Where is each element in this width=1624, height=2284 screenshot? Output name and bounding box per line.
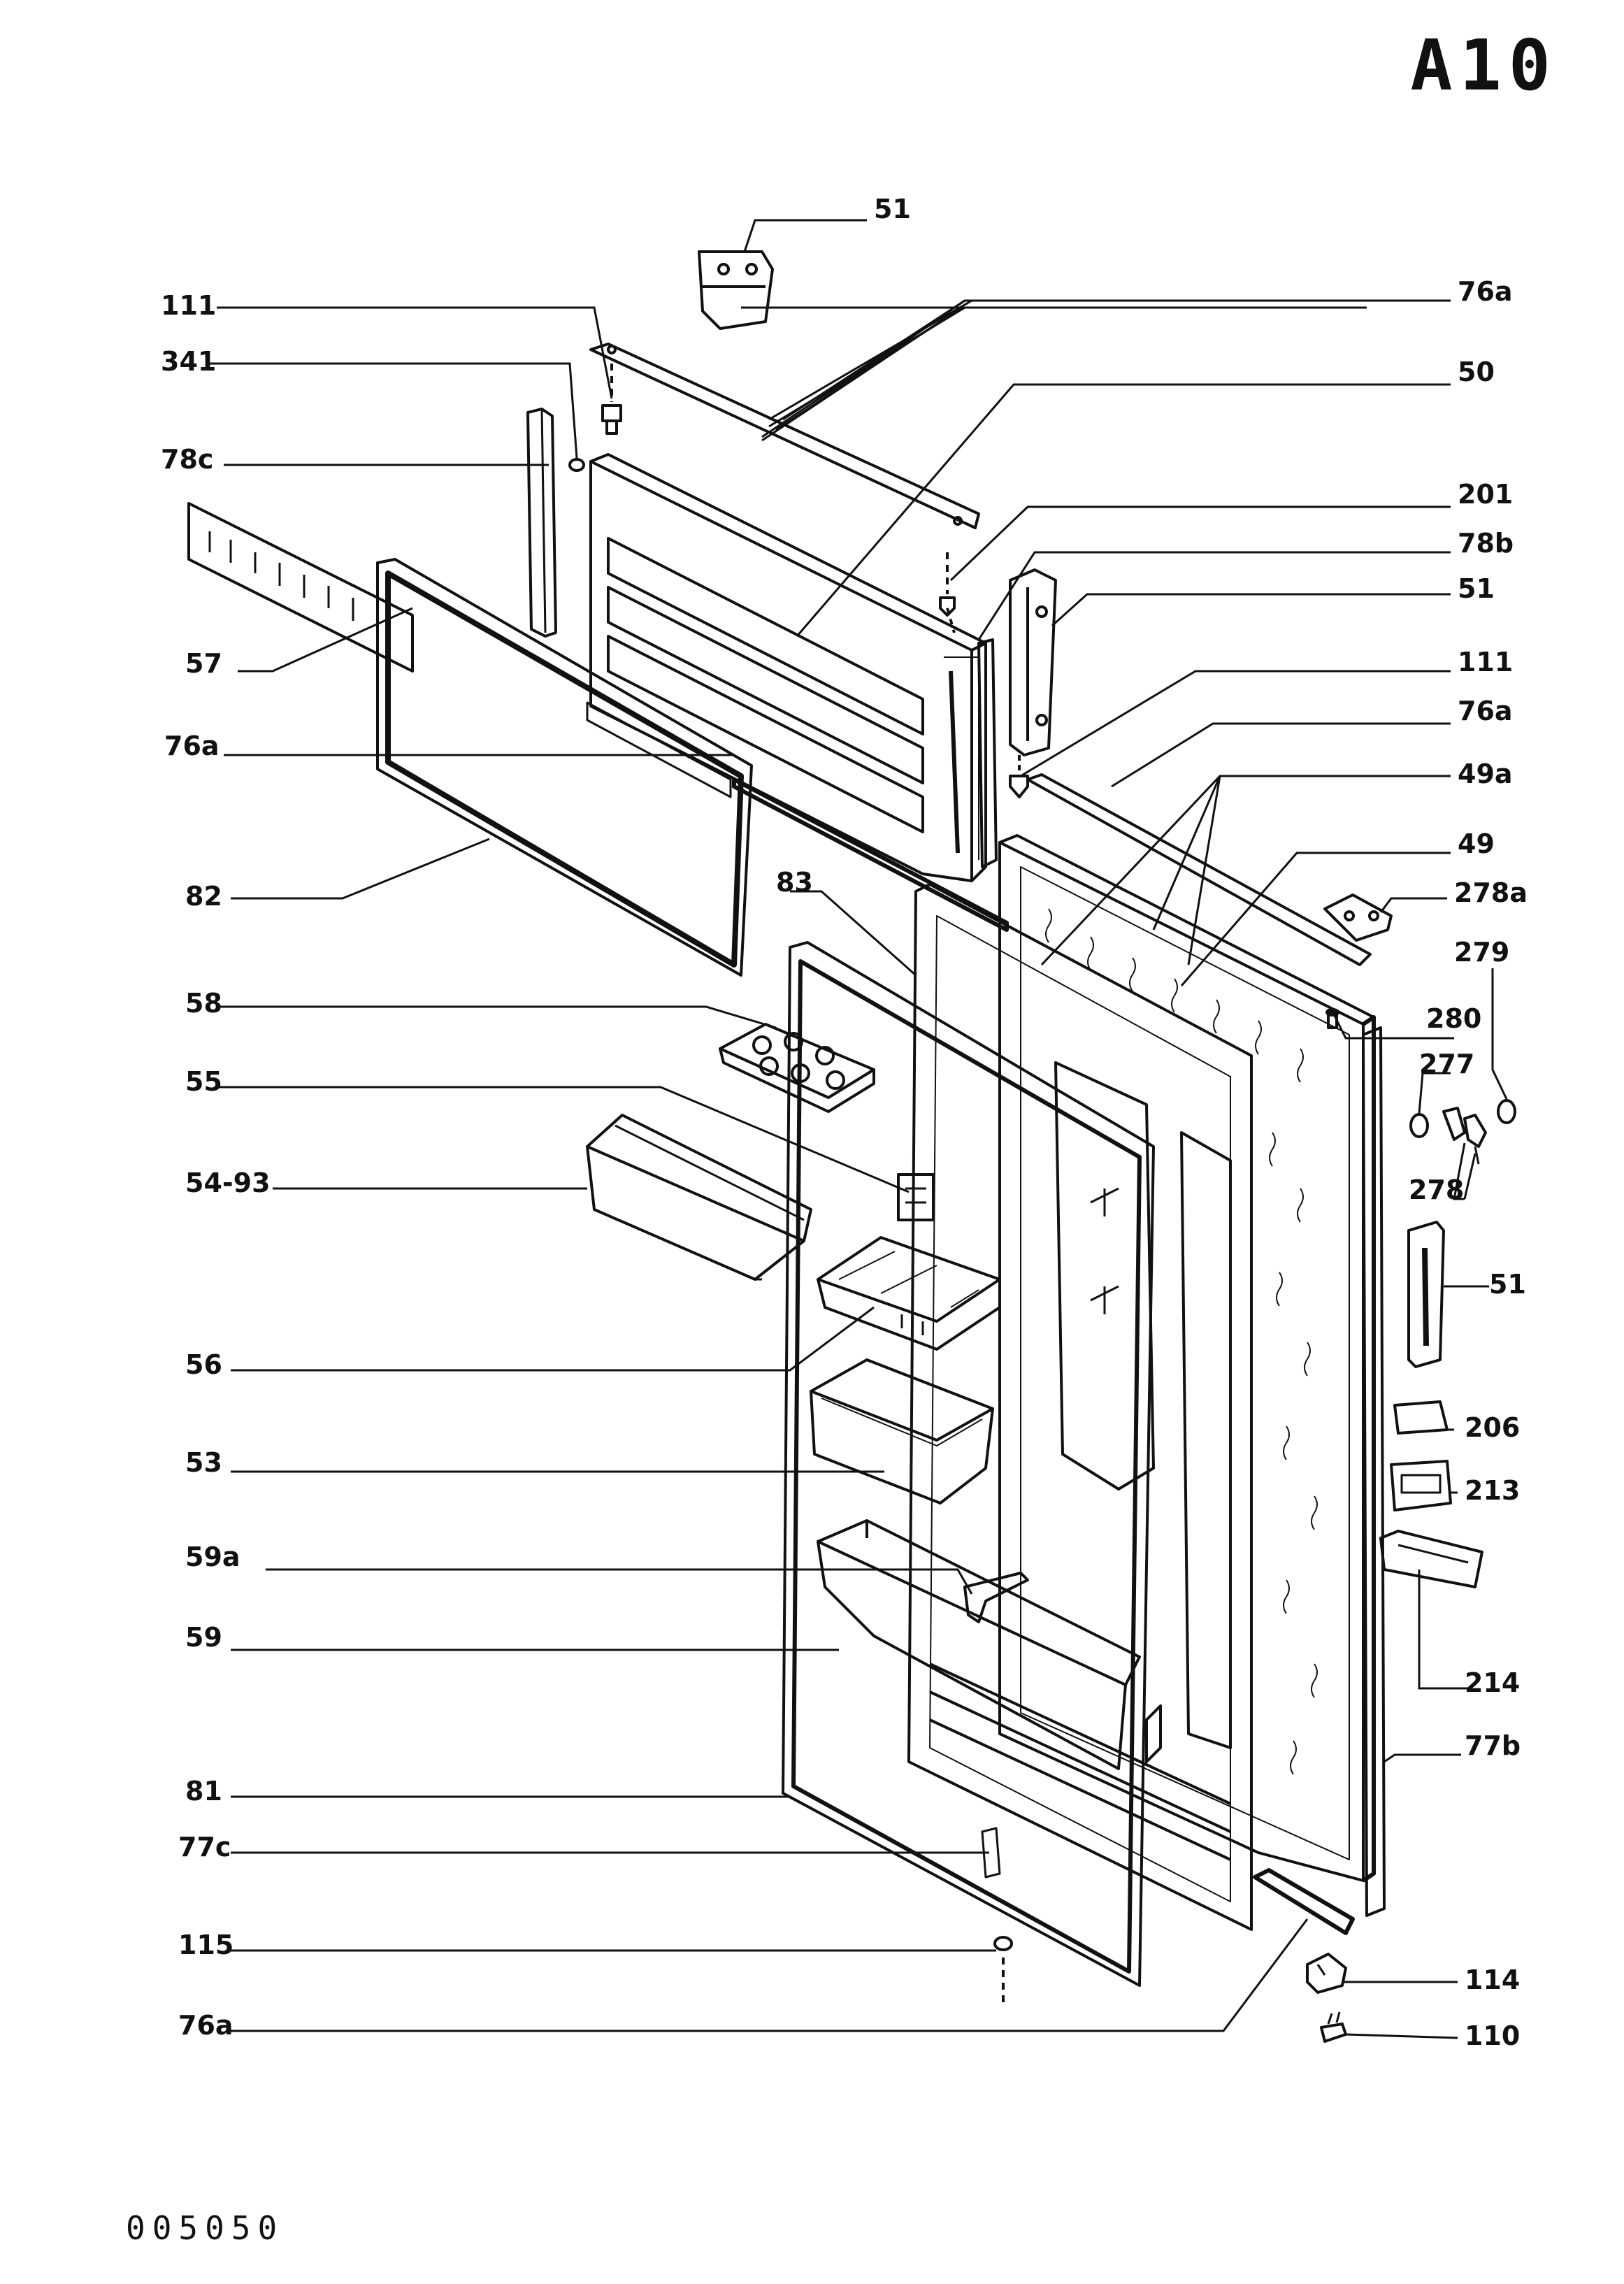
label-77c: 77c (178, 1832, 231, 1862)
part-53-basket (810, 1358, 994, 1504)
part-76a-left-strip (732, 777, 1009, 932)
label-76a-mid: 76a (1458, 696, 1513, 726)
label-50: 50 (1458, 357, 1495, 387)
label-76a-top: 76a (1458, 276, 1513, 307)
page-code: A10 (1410, 24, 1558, 106)
part-277-ring (1409, 1113, 1429, 1138)
label-111-mid: 111 (1458, 647, 1513, 677)
part-206-badge (1393, 1400, 1449, 1435)
part-51-hinge-cover-top (698, 250, 774, 330)
part-76a-top-strip (589, 343, 980, 529)
label-53: 53 (185, 1447, 222, 1478)
label-278a: 278a (1454, 877, 1528, 908)
label-51-low: 51 (1489, 1269, 1526, 1300)
label-115: 115 (178, 1930, 233, 1960)
label-78b: 78b (1458, 528, 1514, 559)
label-213: 213 (1465, 1475, 1520, 1506)
label-110: 110 (1465, 2020, 1520, 2051)
leader-lines (210, 219, 1508, 2039)
part-279-ring (1497, 1099, 1516, 1124)
label-277: 277 (1419, 1049, 1474, 1079)
part-110-screw (1320, 2011, 1347, 2043)
label-114: 114 (1465, 1965, 1520, 1995)
label-51-mid: 51 (1458, 573, 1495, 604)
part-58-egg-tray (719, 1023, 875, 1113)
part-51-hinge-low (1407, 1221, 1445, 1368)
part-51-hinge-mid (1009, 568, 1057, 756)
label-59: 59 (185, 1622, 222, 1653)
part-77c-bar (981, 1827, 1001, 1879)
label-280: 280 (1426, 1003, 1481, 1034)
label-59a: 59a (185, 1542, 240, 1572)
label-49a: 49a (1458, 759, 1513, 789)
label-81: 81 (185, 1776, 222, 1807)
part-214-strike-plate (1379, 1530, 1483, 1588)
part-111-screw-mid (1009, 755, 1029, 798)
part-59-bottle-shelf (817, 1519, 1141, 1770)
part-278a-bracket (1323, 893, 1393, 942)
label-214: 214 (1465, 1667, 1520, 1698)
part-55-clip (897, 1173, 935, 1221)
part-57-label-strip (187, 502, 414, 673)
part-77b-bar (1362, 1026, 1386, 1917)
part-82-gasket-frame (376, 558, 753, 977)
label-111-top: 111 (161, 290, 216, 321)
label-83: 83 (776, 867, 813, 898)
label-49: 49 (1458, 828, 1495, 859)
part-56-clear-tray (817, 1236, 1001, 1351)
label-76a-bottom: 76a (178, 2010, 233, 2041)
part-76a-bottom-strip (1253, 1868, 1355, 1935)
part-278-lock (1442, 1107, 1487, 1165)
label-54-93: 54-93 (185, 1168, 271, 1198)
part-76a-mid-strip (1026, 773, 1372, 966)
part-114-block (1306, 1953, 1347, 1994)
part-83-door-liner (907, 883, 1253, 1931)
part-54-93-door-shelf (586, 1114, 812, 1281)
label-341: 341 (161, 346, 216, 377)
part-78c-left-bar (526, 408, 557, 638)
label-82: 82 (185, 881, 222, 912)
part-78b-right-bar (977, 638, 998, 868)
label-279: 279 (1454, 937, 1509, 968)
part-213-lock-plate (1390, 1460, 1452, 1511)
part-201-screw (939, 552, 956, 617)
label-206: 206 (1465, 1412, 1520, 1443)
label-57: 57 (185, 648, 222, 679)
part-341-pin (568, 458, 585, 472)
label-77b: 77b (1465, 1730, 1521, 1761)
part-59a-bottle-stop (963, 1572, 1029, 1623)
part-81-door-frame (782, 941, 1155, 1987)
document-number: 005050 (126, 2209, 285, 2247)
label-78c: 78c (161, 444, 213, 475)
label-58: 58 (185, 988, 222, 1019)
label-278: 278 (1409, 1175, 1464, 1205)
label-55: 55 (185, 1066, 222, 1097)
label-56: 56 (185, 1349, 222, 1380)
label-51-top: 51 (874, 194, 911, 224)
label-201: 201 (1458, 479, 1513, 510)
callout-labels: 51 111 341 76a 50 78c 201 78b 57 51 111 … (161, 194, 1528, 2051)
label-76a-left: 76a (164, 731, 220, 761)
part-115-washer (993, 1936, 1013, 2006)
